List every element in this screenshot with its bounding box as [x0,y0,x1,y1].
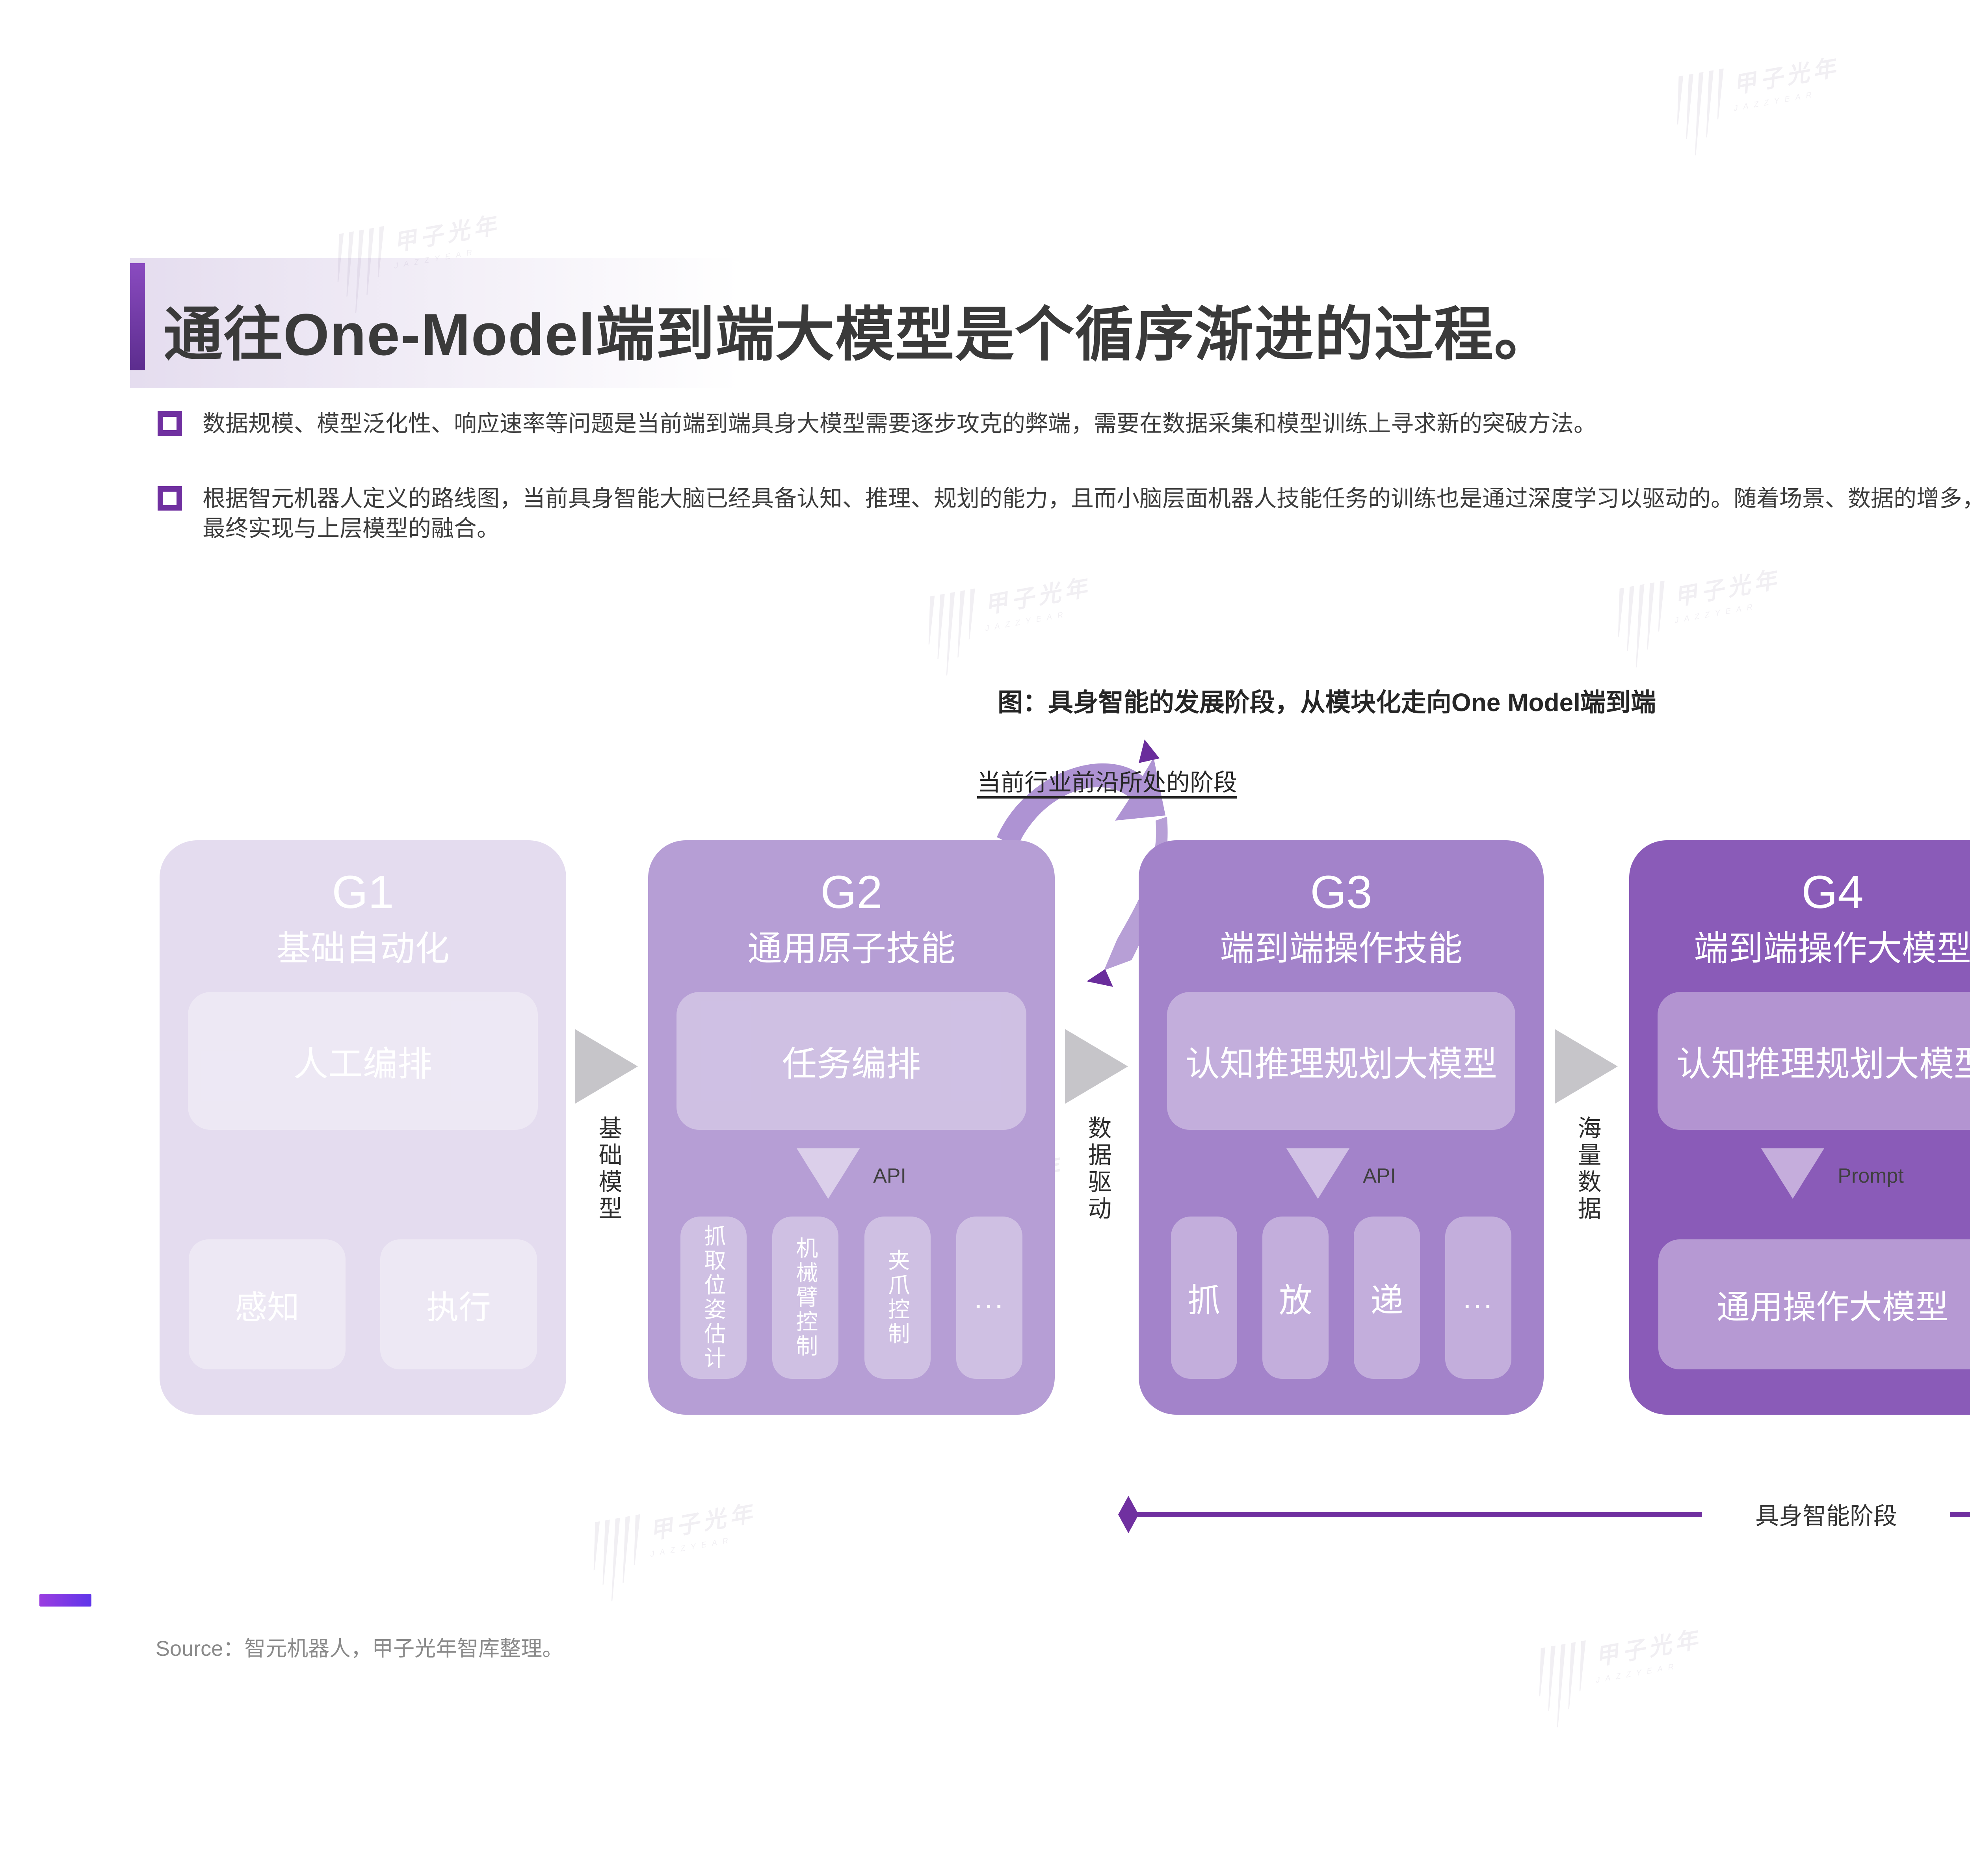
stage-card-g3: G3 端到端操作技能 认知推理规划大模型 API 抓 放 递 ... [1139,840,1544,1415]
stage-bottom-row: 抓 放 递 ... [1139,1217,1544,1379]
stage-main-box: 认知推理规划大模型 [1167,992,1515,1130]
stage-card-g2: G2 通用原子技能 任务编排 API 抓取位姿估计 机械臂控制 夹爪控制 ... [648,840,1055,1415]
figure-caption: 图：具身智能的发展阶段，从模块化走向One Model端到端 [997,688,1656,717]
skill-pill: 递 [1354,1217,1420,1379]
transition-label: 数据驱动 [1085,1116,1111,1223]
down-triangle-icon [1286,1148,1350,1199]
bullet-square-icon [158,486,182,511]
source-note: Source：智元机器人，甲子光年智库整理。 [156,1637,564,1661]
skill-pill: 放 [1262,1217,1329,1379]
stage-subtitle: 通用原子技能 [747,929,955,968]
skill-pill: 夹爪控制 [864,1217,931,1379]
skill-pill: 抓 [1171,1217,1237,1379]
stage-card-g1: G1 基础自动化 人工编排 感知 执行 [160,840,566,1415]
skill-box: 感知 [189,1239,346,1369]
stage-card-g4: G4 端到端操作大模型 认知推理规划大模型 Prompt 通用操作大模型 [1629,840,1970,1415]
bullet-item: 数据规模、模型泛化性、响应速率等问题是当前端到端具身大模型需要逐步攻克的弊端，需… [158,409,1970,439]
down-triangle-icon [1761,1148,1825,1199]
stage-main-box: 人工编排 [188,992,538,1130]
right-arrow-icon [575,1029,638,1104]
skill-pill-more: ... [956,1217,1022,1379]
general-operation-model-box: 通用操作大模型 [1658,1239,1970,1369]
page-title: 通往One-Model端到端大模型是个循序渐进的过程。 [164,301,1554,368]
connector-row: Prompt [1629,1148,1970,1207]
transition-label: 海量数据 [1574,1116,1601,1223]
current-stage-note: 当前行业前沿所处的阶段 [977,769,1237,796]
brand-watermark-icon [589,1514,640,1605]
bullet-text: 根据智元机器人定义的路线图，当前具身智能大脑已经具备认知、推理、规划的能力，且而… [203,486,1970,541]
title-accent-bar [130,263,145,370]
axis-line-right [1950,1512,1970,1517]
axis-line-left [1137,1512,1702,1517]
transition-label: 基础模型 [595,1116,622,1223]
brand-watermark-icon [924,589,975,680]
skill-pill: 抓取位姿估计 [680,1217,747,1379]
stage-id: G4 [1801,866,1864,918]
stage-subtitle: 端到端操作大模型 [1693,929,1970,968]
footer-accent-bar-left [39,1594,91,1607]
stage-bottom-row: 抓取位姿估计 机械臂控制 夹爪控制 ... [648,1217,1055,1379]
stage-main-box: 任务编排 [676,992,1026,1130]
skill-pill: 机械臂控制 [772,1217,839,1379]
brand-watermark-icon [1614,581,1665,672]
skill-pill-more: ... [1445,1217,1511,1379]
bullet-item: 根据智元机器人定义的路线图，当前具身智能大脑已经具备认知、推理、规划的能力，且而… [158,484,1970,544]
connector-label: Prompt [1838,1165,1904,1187]
stage-bottom-row: 感知 执行 [160,1239,566,1369]
connector-row: API [1139,1148,1544,1207]
axis-diamond-left-icon [1118,1496,1139,1533]
stage-main-box: 认知推理规划大模型 [1658,992,1970,1130]
skill-box: 执行 [380,1239,537,1369]
connector-row: API [648,1148,1055,1207]
bullet-square-icon [158,411,182,436]
bullet-text: 数据规模、模型泛化性、响应速率等问题是当前端到端具身大模型需要逐步攻克的弊端，需… [203,411,1597,436]
stage-id: G3 [1310,866,1372,918]
right-arrow-icon [1555,1029,1618,1104]
right-arrow-icon [1065,1029,1128,1104]
stage-id: G1 [332,866,394,918]
connector-label: API [873,1165,906,1187]
title-background-wash [130,258,977,388]
stage-id: G2 [820,866,883,918]
axis-label: 具身智能阶段 [1755,1503,1897,1529]
down-triangle-icon [797,1148,860,1199]
connector-label: API [1363,1165,1396,1187]
brand-watermark-icon [1535,1640,1586,1731]
stage-subtitle: 端到端操作技能 [1219,929,1463,968]
stage-subtitle: 基础自动化 [276,929,450,968]
brand-watermark-icon [1673,69,1724,160]
